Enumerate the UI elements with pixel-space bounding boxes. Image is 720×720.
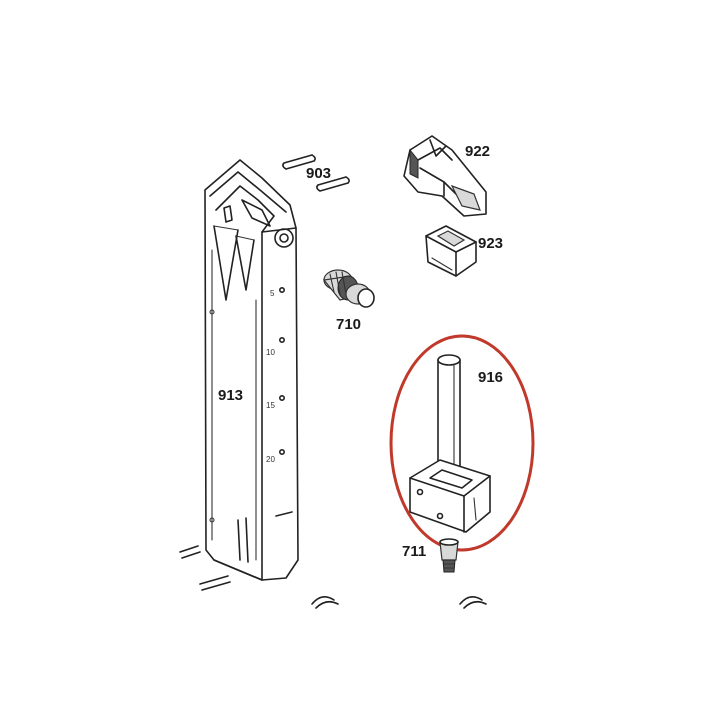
valve-710: [322, 269, 375, 308]
mag-mark-15: 15: [266, 401, 275, 410]
label-711: 711: [402, 543, 426, 560]
label-913: 913: [218, 387, 243, 404]
label-922: 922: [465, 143, 490, 160]
mag-mark-20: 20: [266, 455, 275, 464]
highlight-ring: [389, 334, 535, 552]
mag-mark-5: 5: [270, 289, 275, 298]
label-710: 710: [336, 316, 361, 333]
column-916: [409, 354, 491, 533]
label-923: 923: [478, 235, 503, 252]
pins-903: [282, 154, 350, 192]
label-916: 916: [478, 369, 503, 386]
magazine-913: 5 10 15 20: [204, 159, 299, 581]
mag-mark-10: 10: [266, 348, 275, 357]
partial-parts: [179, 545, 487, 609]
lip-housing-922: [403, 135, 487, 217]
label-903: 903: [306, 165, 331, 182]
lip-insert-923: [425, 225, 477, 277]
nozzle-711: [439, 538, 459, 573]
magazine-window: 5 10 15 20: [266, 286, 293, 517]
